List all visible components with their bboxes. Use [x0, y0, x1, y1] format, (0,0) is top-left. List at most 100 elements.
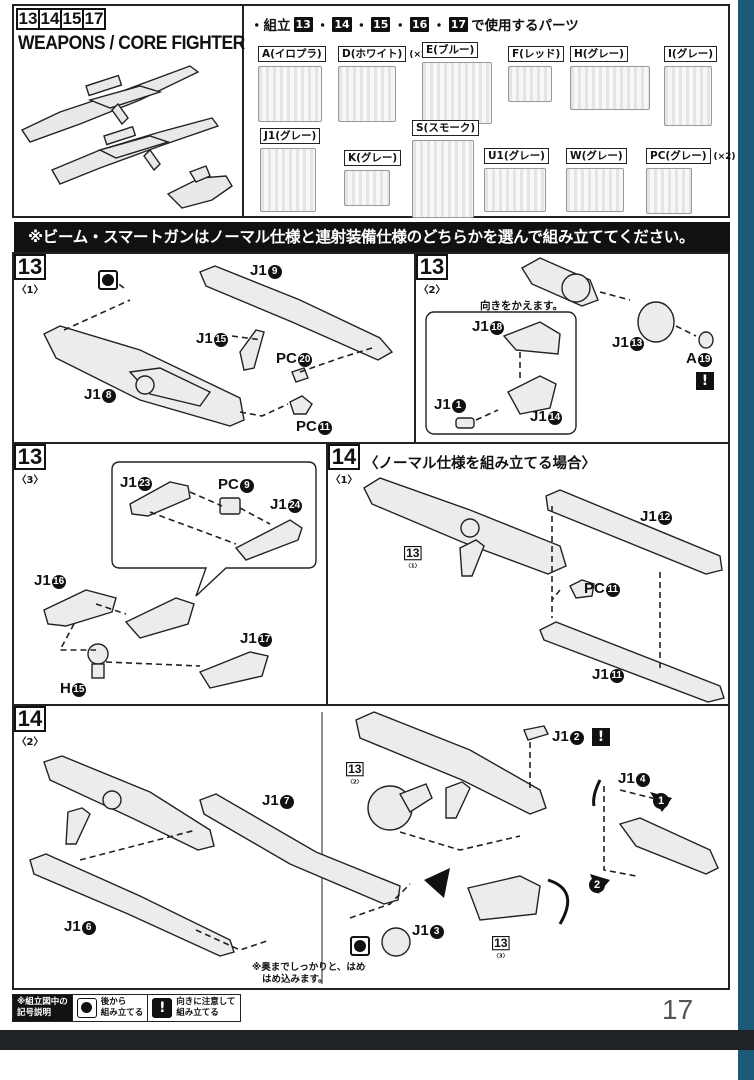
header-step-numbers: 13 14 15 17 [16, 8, 106, 30]
runner-label: W(グレー) [566, 148, 627, 164]
runner-label: H(グレー) [570, 46, 628, 62]
reference-step-13-2: 13 〈2〉 [346, 762, 364, 786]
runner-label: I(グレー) [664, 46, 718, 62]
runner-sprue-image [484, 168, 546, 212]
step-substep: 〈3〉 [16, 475, 44, 486]
heading-step: 16 [409, 16, 430, 32]
assemble-later-icon [98, 270, 118, 290]
runner-sprue-image [570, 66, 650, 110]
legend-heading: ※組立図中の 記号説明 [13, 995, 73, 1021]
step-label: 13 〈2〉 [416, 254, 448, 296]
runner-sprue-image [566, 168, 624, 212]
runner-a: A(イロプラ) [258, 42, 326, 122]
page-number: 17 [662, 994, 694, 1025]
step-label: 14 〈2〉 [14, 706, 46, 748]
runner-label: U1(グレー) [484, 148, 549, 164]
assemble-later-icon [350, 936, 370, 956]
runner-sprue-image [258, 66, 322, 122]
dot-icon [76, 998, 97, 1018]
reference-step-number: 13 [346, 762, 364, 777]
runner-label: E(ブルー) [422, 42, 479, 58]
runner-e: E(ブルー) [422, 38, 492, 124]
step-number: 14 [328, 444, 360, 470]
step-label: 14 〈1〉 [328, 444, 360, 486]
runner-w: W(グレー) [566, 144, 627, 212]
runner-sprue-image [338, 66, 396, 122]
legend-text: 後から [100, 997, 127, 1007]
press-fully-note-line1: ※奥までしっかりと、はめ込みます。 [252, 962, 366, 973]
parts-heading-suffix: で使用するパーツ [471, 18, 579, 34]
legend-text: 組み立てる [176, 1008, 219, 1018]
runner-sprue-image [412, 140, 474, 218]
runner-label: F(レッド) [508, 46, 565, 62]
page-edge-gap [732, 0, 738, 1080]
runner-k: K(グレー) [344, 146, 402, 206]
exclamation-icon: ! [152, 998, 173, 1018]
press-fully-note-line2: はめ込みます。 [262, 974, 328, 985]
step-number: 14 [38, 8, 62, 30]
reference-step-13-3: 13 〈3〉 [492, 936, 510, 960]
step-label: 13 〈1〉 [14, 254, 46, 296]
press-fully-note: ※奥までしっかりと、はめ込みます。 はめ込みます。 [252, 962, 366, 986]
step-substep: 〈2〉 [418, 285, 446, 296]
panel-step-13-2 [414, 252, 730, 444]
rotate-note: 向きをかえます。 [480, 300, 563, 312]
heading-step: 13 [293, 16, 313, 32]
instruction-banner: ※ビーム・スマートガンはノーマル仕様と連射装備仕様のどちらかを選んで組み立ててく… [14, 222, 730, 252]
page-edge-strip [738, 0, 754, 1080]
heading-step: 15 [371, 16, 391, 32]
runner-i: I(グレー) [664, 42, 718, 126]
orientation-caution-icon: ! [592, 728, 610, 746]
runner-sprue-image [344, 170, 390, 206]
runner-label: S(スモーク) [412, 120, 480, 136]
legend-heading-line2: 記号説明 [17, 1008, 52, 1018]
heading-step: 17 [448, 16, 469, 32]
orientation-caution-icon: ! [696, 372, 714, 390]
reference-substep: 〈1〉 [405, 563, 421, 570]
runner-sprue-image [508, 66, 552, 102]
runner-d: D(ホワイト)(×2) [338, 42, 431, 122]
runner-f: F(レッド) [508, 42, 565, 102]
step-number: 13 [416, 254, 448, 280]
runner-sprue-image [260, 148, 316, 212]
reference-substep: 〈2〉 [347, 779, 363, 786]
legend-item-orientation: ! 向きに注意して 組み立てる [148, 995, 239, 1021]
runner-label: A(イロプラ) [258, 46, 326, 62]
legend-heading-line1: ※組立図中の [17, 997, 68, 1007]
bottom-bar [0, 1030, 754, 1050]
runner-sprue-image [646, 168, 692, 214]
step-substep: 〈1〉 [16, 285, 44, 296]
order-step-1: 1 [652, 792, 669, 809]
parts-heading-prefix: ・組立 [250, 18, 291, 34]
heading-step: 14 [332, 16, 352, 32]
runner-sprue-image [664, 66, 712, 126]
order-step-2: 2 [588, 876, 605, 893]
reference-step-13-1: 13 〈1〉 [404, 546, 422, 570]
runner-j1: J1(グレー) [260, 124, 321, 212]
step-number: 15 [60, 8, 84, 30]
step-number: 14 [14, 706, 46, 732]
step-number: 13 [14, 254, 46, 280]
panel-step-13-1 [12, 252, 416, 444]
legend-text: 組み立てる [100, 1008, 144, 1018]
page-title: WEAPONS / CORE FIGHTER [18, 33, 245, 54]
